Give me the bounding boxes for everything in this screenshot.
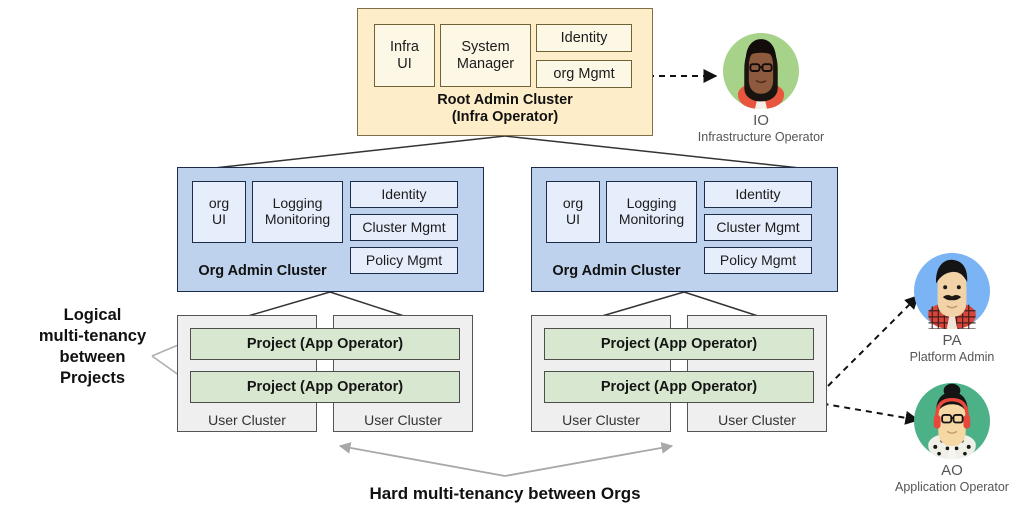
- user-cluster-right-2-label: User Cluster: [718, 412, 796, 428]
- persona-pa-abbr: PA: [942, 332, 962, 349]
- persona-ao-abbr: AO: [941, 462, 963, 479]
- org-admin-cluster-left-caption: Org Admin Cluster: [198, 263, 327, 279]
- org-admin-cluster-right-caption: Org Admin Cluster: [552, 263, 681, 279]
- root-component-identity[interactable]: Identity: [536, 24, 632, 52]
- hard-tenancy-double-arrow: [338, 442, 674, 477]
- org-left-component-policy-mgmt[interactable]: Policy Mgmt: [350, 247, 458, 274]
- root-component-org-mgmt[interactable]: org Mgmt: [536, 60, 632, 88]
- persona-io-abbr: IO: [753, 112, 769, 129]
- hard-multitenancy-note: Hard multi-tenancy between Orgs: [369, 484, 641, 503]
- org-left-component-logging-monitoring[interactable]: Logging Monitoring: [252, 181, 343, 243]
- logical-multitenancy-note: Logical multi-tenancy between Projects: [38, 306, 147, 388]
- user-cluster-left-1-label: User Cluster: [208, 412, 286, 428]
- root-component-infra-ui[interactable]: Infra UI: [374, 24, 435, 87]
- person-avatar-icon: [914, 253, 990, 329]
- org-right-component-policy-mgmt[interactable]: Policy Mgmt: [704, 247, 812, 274]
- root-admin-cluster-caption: Root Admin Cluster (Infra Operator): [357, 92, 653, 126]
- project-right-1[interactable]: Project (App Operator): [544, 328, 814, 360]
- org-right-to-usercluster-connectors: [601, 291, 759, 317]
- persona-io[interactable]: IO Infrastructure Operator: [686, 33, 836, 144]
- person-avatar-icon: [914, 383, 990, 459]
- person-avatar-icon: [723, 33, 799, 109]
- project-left-1[interactable]: Project (App Operator): [190, 328, 460, 360]
- org-left-to-usercluster-connectors: [247, 291, 405, 317]
- org-right-component-org-ui[interactable]: org UI: [546, 181, 600, 243]
- persona-pa[interactable]: PA Platform Admin: [877, 253, 1022, 364]
- project-left-2[interactable]: Project (App Operator): [190, 371, 460, 403]
- project-right-2[interactable]: Project (App Operator): [544, 371, 814, 403]
- root-caption-line1: Root Admin Cluster: [437, 92, 573, 108]
- org-left-component-identity[interactable]: Identity: [350, 181, 458, 208]
- root-caption-line2: (Infra Operator): [451, 109, 559, 126]
- user-cluster-right-1-label: User Cluster: [562, 412, 640, 428]
- org-right-component-logging-monitoring[interactable]: Logging Monitoring: [606, 181, 697, 243]
- org-left-component-org-ui[interactable]: org UI: [192, 181, 246, 243]
- org-right-component-cluster-mgmt[interactable]: Cluster Mgmt: [704, 214, 812, 241]
- persona-pa-role: Platform Admin: [909, 349, 995, 364]
- root-component-system-manager[interactable]: System Manager: [440, 24, 531, 87]
- persona-ao[interactable]: AO Application Operator: [877, 383, 1022, 494]
- persona-io-role: Infrastructure Operator: [697, 129, 825, 144]
- user-cluster-left-2-label: User Cluster: [364, 412, 442, 428]
- org-right-component-identity[interactable]: Identity: [704, 181, 812, 208]
- org-left-component-cluster-mgmt[interactable]: Cluster Mgmt: [350, 214, 458, 241]
- persona-ao-role: Application Operator: [895, 479, 1009, 494]
